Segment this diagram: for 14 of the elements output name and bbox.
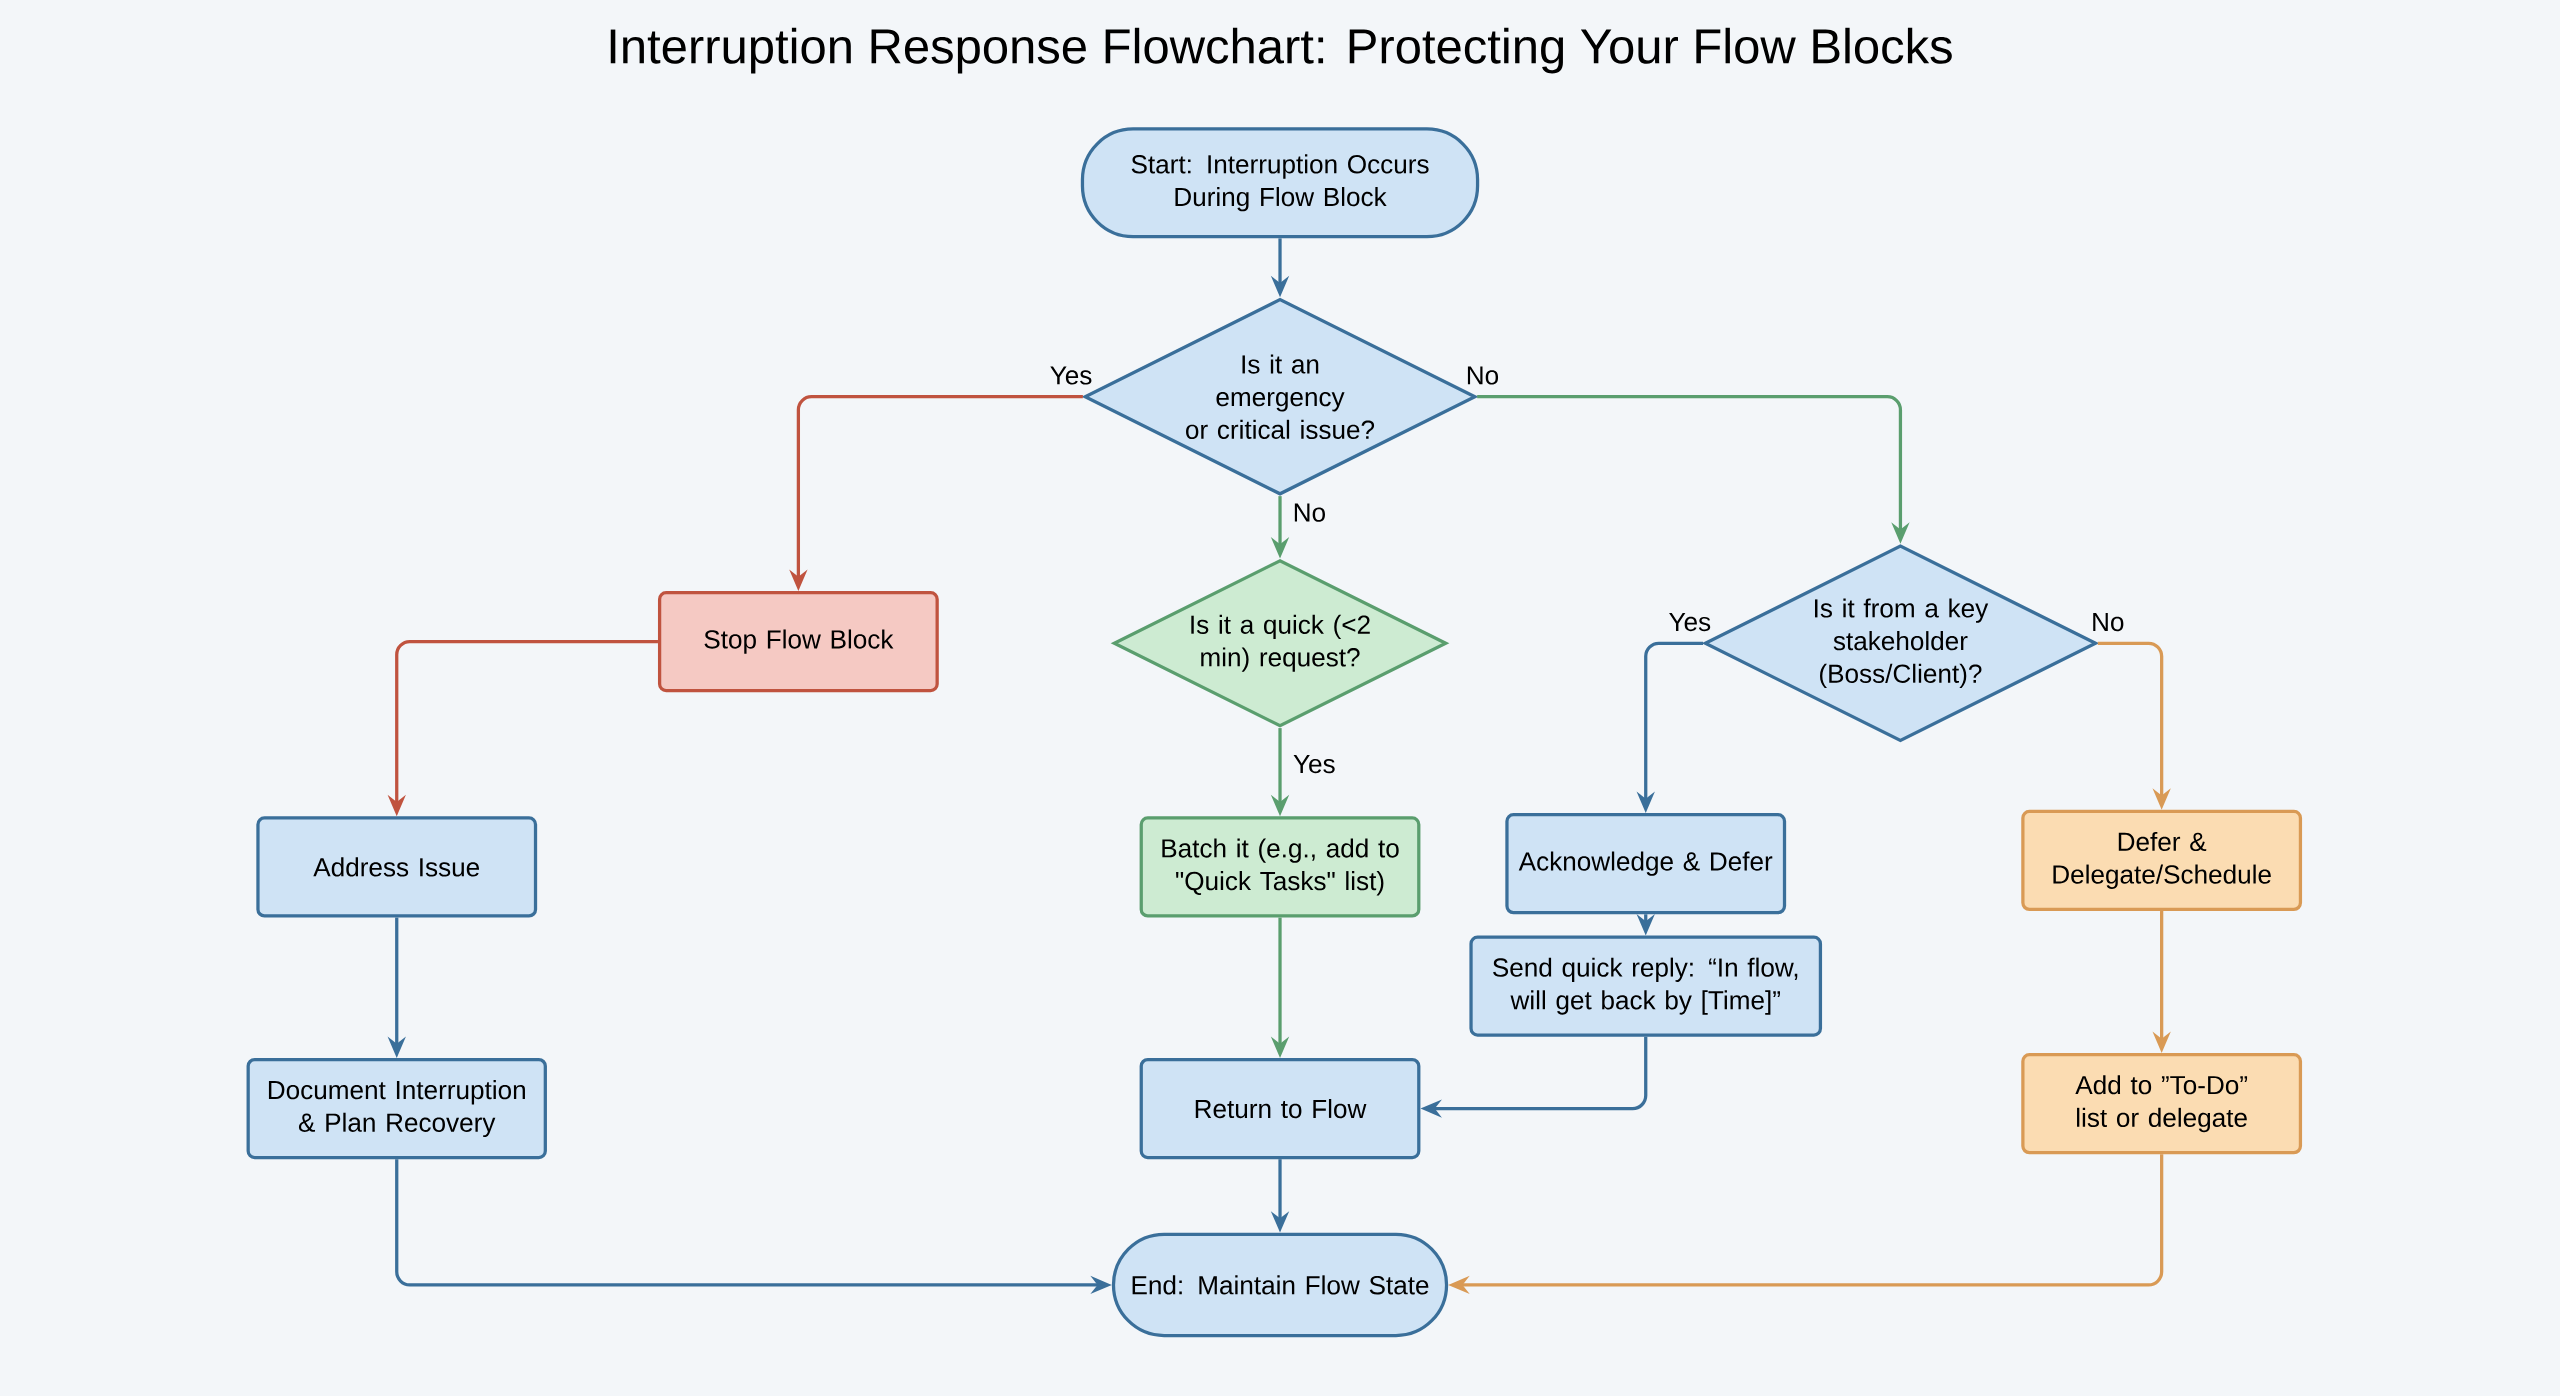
process-box: Batch it (e.g., add to "Quick Tasks" list) (1139, 816, 1421, 918)
process-box: Document Interruption & Plan Recovery (246, 1058, 547, 1160)
process-box: Return to Flow (1139, 1058, 1421, 1160)
title: Interruption Response Flowchart: Protecting Your Flow Blocks (610, 27, 1952, 74)
process-box: Add to ”To-Do” list or delegate (2021, 1053, 2303, 1155)
process-box: Acknowledge & Defer (1505, 813, 1787, 915)
terminal-pill: End: Maintain Flow State (1111, 1232, 1449, 1338)
process-box: Stop Flow Block (657, 591, 939, 693)
edge-label: No (1291, 501, 1328, 524)
edge-label: Yes (1291, 753, 1338, 775)
process-box: Send quick reply: “In flow, will get back by [Time]” (1469, 935, 1823, 1037)
process-box: Defer & Delegate/Schedule (2021, 809, 2303, 912)
process-box: Address Issue (256, 816, 538, 918)
terminal-pill: Start: Interruption Occurs During Flow Block (1080, 127, 1480, 239)
